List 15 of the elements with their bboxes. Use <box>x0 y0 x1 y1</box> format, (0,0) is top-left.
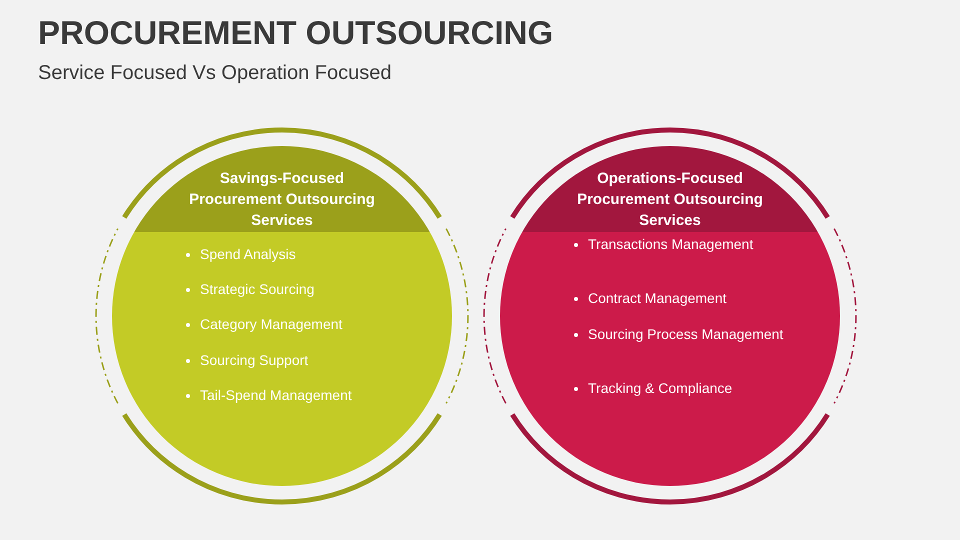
title: PROCUREMENT OUTSOURCING <box>38 14 554 52</box>
panel-heading: Savings-Focused Procurement Outsourcing Services <box>188 168 376 230</box>
bullet-item: Spend Analysis <box>186 245 400 264</box>
circle-panel <box>500 146 840 486</box>
bullet-item: Sourcing Support <box>186 351 400 370</box>
bullet-item: Tracking & Compliance <box>574 379 788 398</box>
bullet-item: Strategic Sourcing <box>186 280 400 299</box>
bullet-item: Transactions Management <box>574 235 788 254</box>
subtitle: Service Focused Vs Operation Focused <box>38 62 392 85</box>
bullet-item: Contract Management <box>574 289 788 308</box>
panel-heading: Operations-Focused Procurement Outsourcing Services <box>576 168 764 230</box>
bullet-item: Sourcing Process Management <box>574 325 788 344</box>
circle-panel <box>112 146 452 486</box>
bullet-item: Tail-Spend Management <box>186 386 400 405</box>
bullet-item: Category Management <box>186 315 400 334</box>
